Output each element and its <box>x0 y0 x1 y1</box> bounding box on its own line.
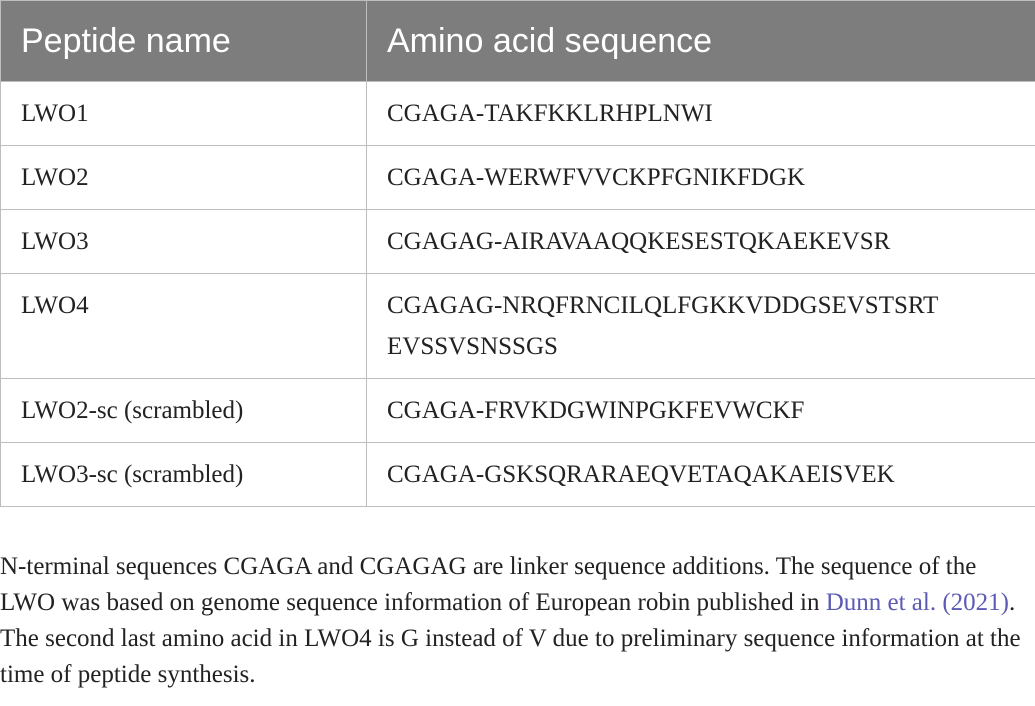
header-row: Peptide name Amino acid sequence <box>0 0 1035 82</box>
sequence-cell: CGAGA-WERWFVVCKPFGNIKFDGK <box>366 145 1035 210</box>
peptide-name-cell: LWO2-sc (scrambled) <box>0 378 367 443</box>
peptide-name-cell: LWO3-sc (scrambled) <box>0 442 367 507</box>
table-row: LWO4 CGAGAG-NRQFRNCILQLFGKKVDDGSEVSTSRT E… <box>0 273 1035 379</box>
table-body: LWO1 CGAGA-TAKFKKLRHPLNWI LWO2 CGAGA-WER… <box>0 81 1035 507</box>
citation-link[interactable]: Dunn et al. (2021) <box>825 589 1009 616</box>
table-footnote: N-terminal sequences CGAGA and CGAGAG ar… <box>0 549 1030 693</box>
sequence-cell: CGAGAG-NRQFRNCILQLFGKKVDDGSEVSTSRT EVSSVS… <box>366 273 1035 379</box>
sequence-cell: CGAGA-FRVKDGWINPGKFEVWCKF <box>366 378 1035 443</box>
table-row: LWO2 CGAGA-WERWFVVCKPFGNIKFDGK <box>0 145 1035 210</box>
table-header: Peptide name Amino acid sequence <box>0 0 1035 82</box>
peptide-name-cell: LWO1 <box>0 81 367 146</box>
footnote-text-after: . The second last amino acid in LWO4 is … <box>0 589 1021 688</box>
table-row: LWO3 CGAGAG-AIRAVAAQQKESESTQKAEKEVSR <box>0 209 1035 274</box>
sequence-line-2: EVSSVSNSSGS <box>387 333 558 360</box>
peptide-table: Peptide name Amino acid sequence LWO1 CG… <box>0 0 1035 507</box>
sequence-cell: CGAGA-GSKSQRARAEQVETAQAKAEISVEK <box>366 442 1035 507</box>
peptide-table-container: Peptide name Amino acid sequence LWO1 CG… <box>0 0 1035 507</box>
table-row: LWO2-sc (scrambled) CGAGA-FRVKDGWINPGKFE… <box>0 378 1035 443</box>
peptide-name-cell: LWO3 <box>0 209 367 274</box>
footnote-text-before: N-terminal sequences CGAGA and CGAGAG ar… <box>0 553 977 616</box>
table-row: LWO1 CGAGA-TAKFKKLRHPLNWI <box>0 81 1035 146</box>
peptide-name-cell: LWO4 <box>0 273 367 379</box>
sequence-cell: CGAGAG-AIRAVAAQQKESESTQKAEKEVSR <box>366 209 1035 274</box>
table-row: LWO3-sc (scrambled) CGAGA-GSKSQRARAEQVET… <box>0 442 1035 507</box>
peptide-name-cell: LWO2 <box>0 145 367 210</box>
column-header-peptide-name: Peptide name <box>0 0 367 82</box>
sequence-line-1: CGAGAG-NRQFRNCILQLFGKKVDDGSEVSTSRT <box>387 292 939 319</box>
column-header-amino-acid-sequence: Amino acid sequence <box>366 0 1035 82</box>
sequence-cell: CGAGA-TAKFKKLRHPLNWI <box>366 81 1035 146</box>
